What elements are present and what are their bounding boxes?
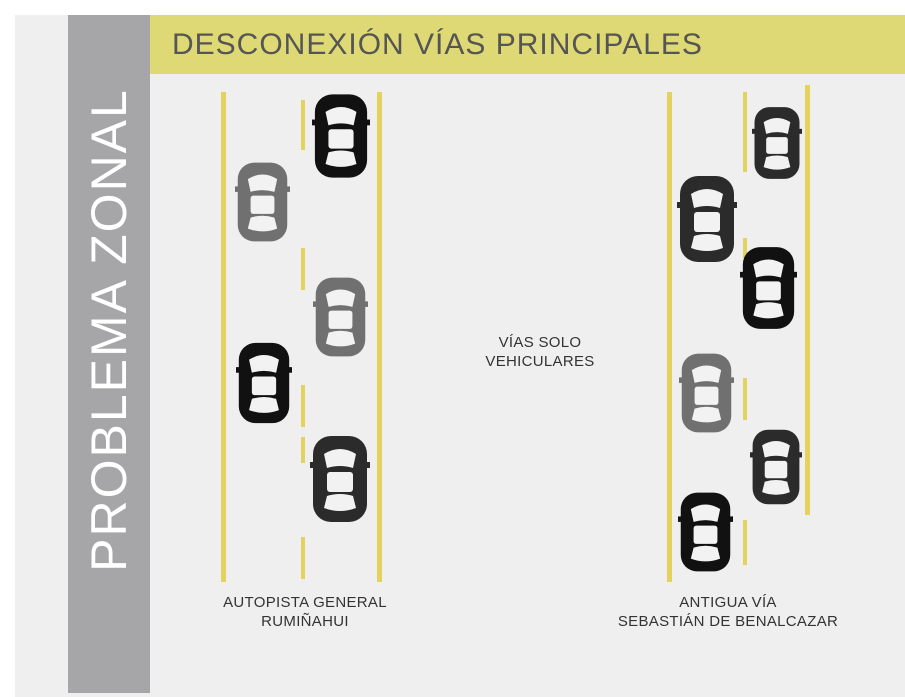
car-icon	[750, 429, 802, 505]
lane-dash	[301, 248, 305, 290]
title-banner: DESCONEXIÓN VÍAS PRINCIPALES	[150, 15, 905, 74]
road-edge-line	[221, 92, 226, 582]
road-label-line1: ANTIGUA VÍA	[679, 594, 777, 611]
lane-dash	[301, 385, 305, 427]
car-icon	[678, 492, 733, 572]
road-label-left: AUTOPISTA GENERAL RUMIÑAHUI	[185, 593, 425, 631]
lane-dash	[301, 100, 305, 150]
road-edge-line	[377, 92, 382, 582]
road-label-line1: AUTOPISTA GENERAL	[223, 594, 387, 611]
lane-dash	[743, 520, 747, 565]
road-label-line2: RUMIÑAHUI	[261, 613, 349, 630]
car-icon	[740, 247, 797, 329]
car-icon	[235, 162, 290, 242]
road-edge-line	[805, 85, 810, 515]
center-label-line1: VÍAS SOLO	[498, 334, 582, 351]
lane-dash	[301, 537, 305, 579]
page-title: DESCONEXIÓN VÍAS PRINCIPALES	[172, 28, 703, 61]
center-label: VÍAS SOLO VEHICULARES	[455, 333, 625, 371]
right-road-lines	[667, 85, 810, 582]
car-icon	[313, 277, 368, 357]
left-road-lines	[221, 92, 382, 582]
car-icon	[677, 176, 737, 262]
sidebar-band	[68, 15, 150, 693]
center-label-line2: VEHICULARES	[485, 353, 595, 370]
car-icon	[679, 353, 734, 433]
car-icon	[236, 342, 292, 424]
road-label-right: ANTIGUA VÍA SEBASTIÁN DE BENALCAZAR	[598, 593, 858, 631]
lane-dash	[743, 378, 747, 420]
lane-dash	[301, 437, 305, 463]
lane-dash	[743, 92, 747, 172]
road-label-line2: SEBASTIÁN DE BENALCAZAR	[617, 613, 839, 630]
lane-dash	[743, 238, 747, 258]
road-edge-line	[667, 92, 672, 582]
car-icon	[312, 94, 370, 178]
car-icon	[752, 107, 802, 179]
car-icon	[310, 436, 370, 522]
